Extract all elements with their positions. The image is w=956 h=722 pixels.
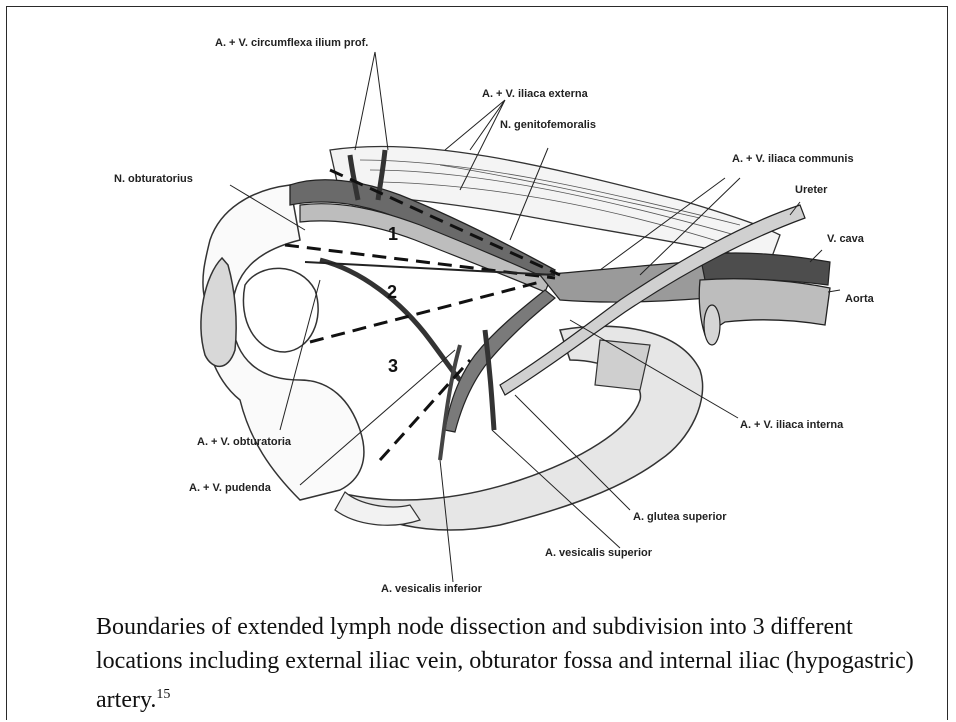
label-circumflexa: A. + V. circumflexa ilium prof.: [215, 37, 368, 49]
label-obturatoria: A. + V. obturatoria: [197, 436, 292, 448]
sacral-vertebra: [595, 340, 650, 390]
region-3-label: 3: [388, 356, 398, 376]
label-iliaca-externa: A. + V. iliaca externa: [482, 88, 589, 100]
label-vesicalis-inferior: A. vesicalis inferior: [381, 583, 483, 595]
caption-text: Boundaries of extended lymph node dissec…: [96, 614, 914, 713]
figure-caption: Boundaries of extended lymph node dissec…: [96, 610, 916, 717]
label-v-cava: V. cava: [827, 233, 865, 245]
aorta-cut-end: [704, 305, 720, 345]
region-2-label: 2: [387, 282, 397, 302]
label-iliaca-interna: A. + V. iliaca interna: [740, 419, 844, 431]
caption-reference: 15: [156, 687, 170, 702]
label-genitofemoralis: N. genitofemoralis: [500, 119, 596, 131]
coccyx: [335, 492, 420, 525]
label-pudenda: A. + V. pudenda: [189, 482, 272, 494]
obturator-foramen: [243, 268, 318, 352]
label-ureter: Ureter: [795, 184, 828, 196]
region-1-label: 1: [388, 224, 398, 244]
label-iliaca-communis: A. + V. iliaca communis: [732, 153, 854, 165]
sacrum: [350, 326, 703, 530]
pelvic-anatomy-diagram: 1 2 3 A. + V. circumflexa ilium prof. A.…: [0, 0, 956, 610]
label-obturatorius: N. obturatorius: [114, 173, 193, 185]
label-glutea-superior: A. glutea superior: [633, 511, 727, 523]
label-aorta: Aorta: [845, 293, 875, 305]
label-vesicalis-superior: A. vesicalis superior: [545, 547, 653, 559]
